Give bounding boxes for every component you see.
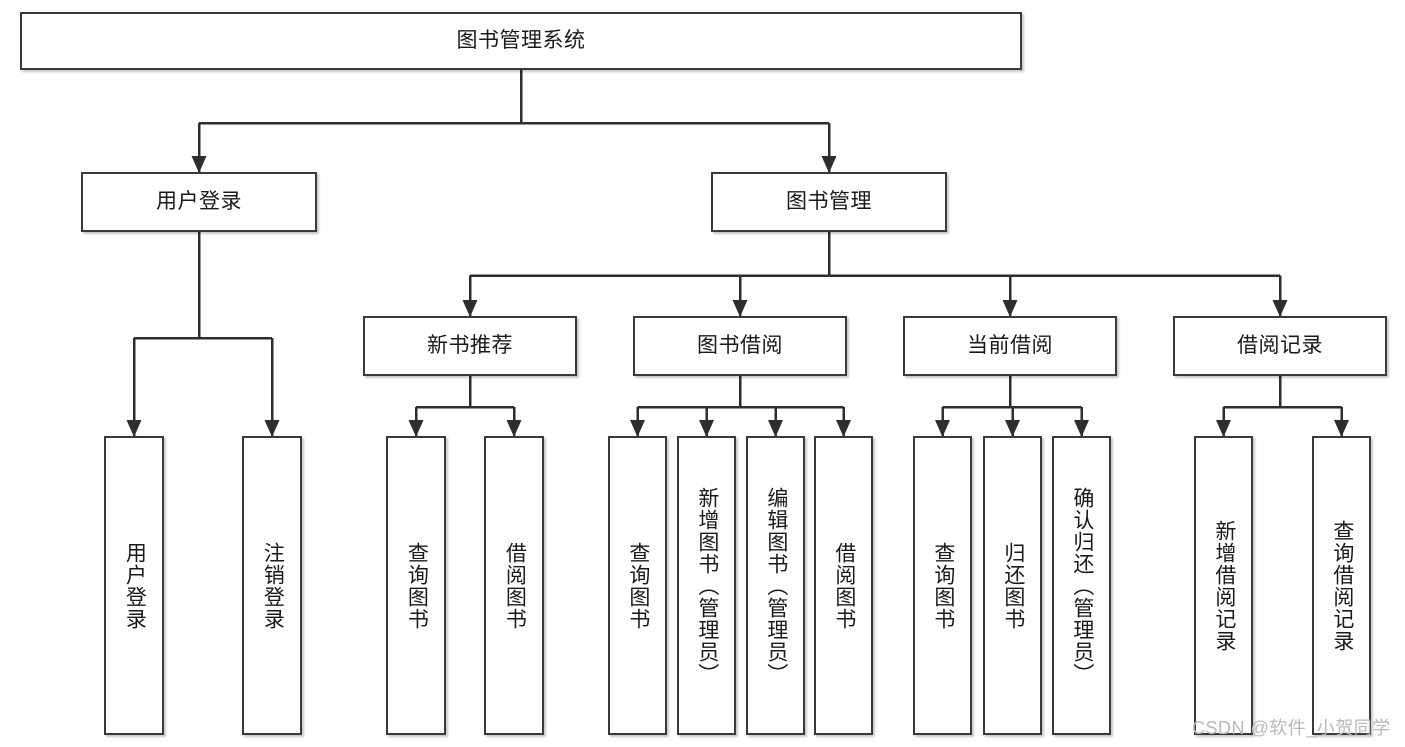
node-label: 新书推荐 [427,334,513,358]
node-label: 新增借阅记录 [1212,519,1236,652]
node-label: 编辑图书（管理员） [764,486,788,685]
node-book-borrow[interactable]: 图书借阅 [633,316,847,376]
node-label: 图书借阅 [697,334,783,358]
node-leaf-borrow-book-1[interactable]: 借阅图书 [484,436,544,735]
node-label: 用户登录 [156,190,242,214]
node-label: 查询图书 [626,541,650,630]
node-label: 查询借阅记录 [1330,519,1354,652]
node-current-borrow[interactable]: 当前借阅 [903,316,1117,376]
node-label: 当前借阅 [967,334,1053,358]
node-label: 借阅图书 [503,541,527,630]
node-root[interactable]: 图书管理系统 [20,12,1022,70]
node-leaf-user-login[interactable]: 用户登录 [104,436,164,735]
node-label: 确认归还（管理员） [1070,486,1094,685]
node-leaf-query-book-2[interactable]: 查询图书 [608,436,667,735]
node-leaf-add-book[interactable]: 新增图书（管理员） [677,436,736,735]
node-leaf-logout[interactable]: 注销登录 [242,436,302,735]
node-book-manage[interactable]: 图书管理 [711,172,947,232]
node-leaf-query-book-1[interactable]: 查询图书 [386,436,446,735]
node-label: 图书管理系统 [456,29,586,53]
node-label: 查询图书 [931,541,955,630]
node-leaf-confirm-return[interactable]: 确认归还（管理员） [1052,436,1111,735]
watermark: CSDN @软件_小贺同学 [1192,718,1391,738]
node-label: 借阅记录 [1237,334,1323,358]
node-leaf-add-record[interactable]: 新增借阅记录 [1194,436,1253,735]
node-label: 借阅图书 [832,541,856,630]
node-label: 查询图书 [405,541,429,630]
node-new-book-rec[interactable]: 新书推荐 [363,316,577,376]
node-leaf-return-book[interactable]: 归还图书 [983,436,1042,735]
node-user-login[interactable]: 用户登录 [81,172,317,232]
node-label: 图书管理 [786,190,872,214]
node-label: 新增图书（管理员） [695,486,719,685]
node-leaf-query-record[interactable]: 查询借阅记录 [1312,436,1371,735]
node-label: 注销登录 [261,541,285,630]
node-label: 用户登录 [123,541,147,630]
node-label: 归还图书 [1001,541,1025,630]
node-borrow-record[interactable]: 借阅记录 [1173,316,1387,376]
node-leaf-edit-book[interactable]: 编辑图书（管理员） [746,436,805,735]
node-leaf-borrow-book-2[interactable]: 借阅图书 [814,436,873,735]
node-leaf-query-book-3[interactable]: 查询图书 [913,436,972,735]
